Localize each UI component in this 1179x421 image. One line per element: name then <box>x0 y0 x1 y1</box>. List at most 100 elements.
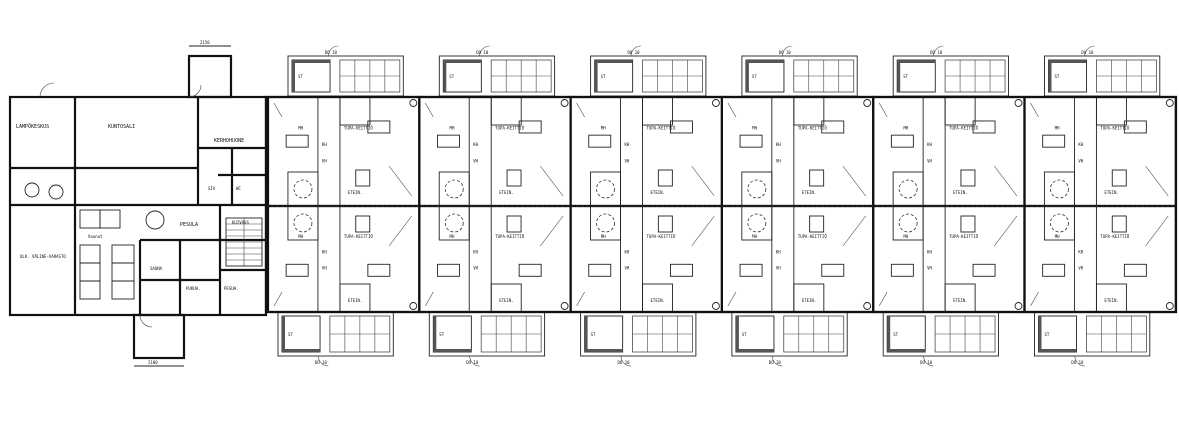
shower-area <box>898 213 918 233</box>
bed-mark <box>691 215 715 247</box>
door-label: DO 10 <box>617 360 630 365</box>
door-swing <box>620 355 631 367</box>
room-label-mh: MH <box>601 126 606 131</box>
bathroom <box>741 171 773 207</box>
dining-table <box>657 169 673 187</box>
door-swing <box>630 45 641 57</box>
door-swing <box>781 45 793 57</box>
closet-wall <box>735 316 739 352</box>
dining-table <box>809 169 825 187</box>
room-label-hall: ETEIN. <box>1104 298 1118 303</box>
shower-area <box>898 179 918 199</box>
bed-mark <box>540 215 564 247</box>
wardrobe-mark <box>576 102 585 118</box>
room-label-wash: PESUH. <box>224 286 238 291</box>
closet-wall <box>594 60 633 63</box>
room-label-hall: ETEIN. <box>499 190 513 195</box>
shower-area <box>747 179 767 199</box>
sofa <box>285 263 309 277</box>
shower-area <box>293 179 313 199</box>
wardrobe-mark <box>727 102 737 118</box>
room-label-outdoor-storage: ULK. VÄLINE-VARASTO <box>20 254 66 259</box>
closet-wall <box>433 316 437 352</box>
core-strip <box>620 96 643 207</box>
sofa <box>285 134 309 148</box>
closet-wall <box>594 60 598 92</box>
room-label-st: ST <box>298 74 303 79</box>
room-label-kh: KH <box>322 142 327 147</box>
closet-wall <box>443 60 482 63</box>
room-label-kh: KH <box>776 142 781 147</box>
shower-area <box>444 213 464 233</box>
room-label-living-kitchen: TUPA-KEITTIÖ <box>647 234 676 239</box>
closet-wall <box>887 316 891 352</box>
room-label-hall: ETEIN. <box>1104 190 1118 195</box>
bed-mark <box>540 165 564 197</box>
door-swing <box>318 355 329 367</box>
core-strip <box>922 96 946 207</box>
closet-wall <box>745 60 784 63</box>
shower-area <box>1050 213 1069 233</box>
door-label: DO 10 <box>920 360 933 365</box>
vent-symbol <box>1165 302 1174 310</box>
room-label-vh: VH <box>927 158 932 163</box>
door-label: DO 10 <box>1081 50 1094 55</box>
wardrobe-mark <box>425 102 434 118</box>
wardrobe-mark <box>273 102 283 118</box>
room-label-kh: KH <box>625 250 630 255</box>
room-label-living-kitchen: TUPA-KEITTIÖ <box>949 234 978 239</box>
apartment-wall <box>266 95 421 208</box>
room-label-hall: ETEIN. <box>651 190 665 195</box>
bathroom <box>438 171 470 207</box>
core-strip <box>620 205 643 313</box>
closet-wall <box>745 60 749 92</box>
room-label-mh: MH <box>601 234 606 239</box>
vent-symbol <box>560 99 569 107</box>
kitchen-block <box>642 96 673 126</box>
room-label-kh: KH <box>776 250 781 255</box>
room-label-mh: MH <box>298 126 303 131</box>
room-label-hall: ETEIN. <box>953 298 967 303</box>
balcony: ST DO 10 <box>287 45 404 97</box>
door-label: DO 10 <box>325 50 338 55</box>
shower-area <box>747 213 767 233</box>
room-label-hall: ETEIN. <box>802 298 816 303</box>
room-label-st: ST <box>449 74 454 79</box>
closet-wall <box>887 349 926 352</box>
apartment-wall <box>266 204 421 314</box>
dim-label: 2150 <box>200 40 210 45</box>
room-label-st: ST <box>591 332 596 337</box>
closet-wall <box>282 316 285 352</box>
bed-mark <box>691 165 715 197</box>
core-strip <box>317 96 341 207</box>
room-label-vh: VH <box>1078 266 1083 271</box>
room-label-kh: KH <box>1078 250 1083 255</box>
closet-wall <box>897 60 936 63</box>
door-swing <box>479 45 490 57</box>
sofa <box>437 134 460 148</box>
sofa <box>821 263 845 277</box>
apartment-wall <box>569 95 723 208</box>
room-label-vh: VH <box>776 158 781 163</box>
door-label: DO 10 <box>466 360 479 365</box>
sofa <box>518 263 542 277</box>
room-label-hall: ETEIN. <box>348 298 362 303</box>
kitchen-block <box>944 96 976 126</box>
sofa <box>588 263 612 277</box>
apartment-wall <box>569 204 723 314</box>
vent-symbol <box>863 302 872 310</box>
room-label-living-kitchen: TUPA-KEITTIÖ <box>495 126 524 131</box>
closet-wall <box>292 60 295 92</box>
vent-symbol <box>711 99 720 107</box>
room-label-hall: ETEIN. <box>802 190 816 195</box>
core-strip <box>317 205 341 313</box>
room-label-gym: KUNTOSALI <box>108 124 135 130</box>
room-label-vh: VH <box>625 266 630 271</box>
